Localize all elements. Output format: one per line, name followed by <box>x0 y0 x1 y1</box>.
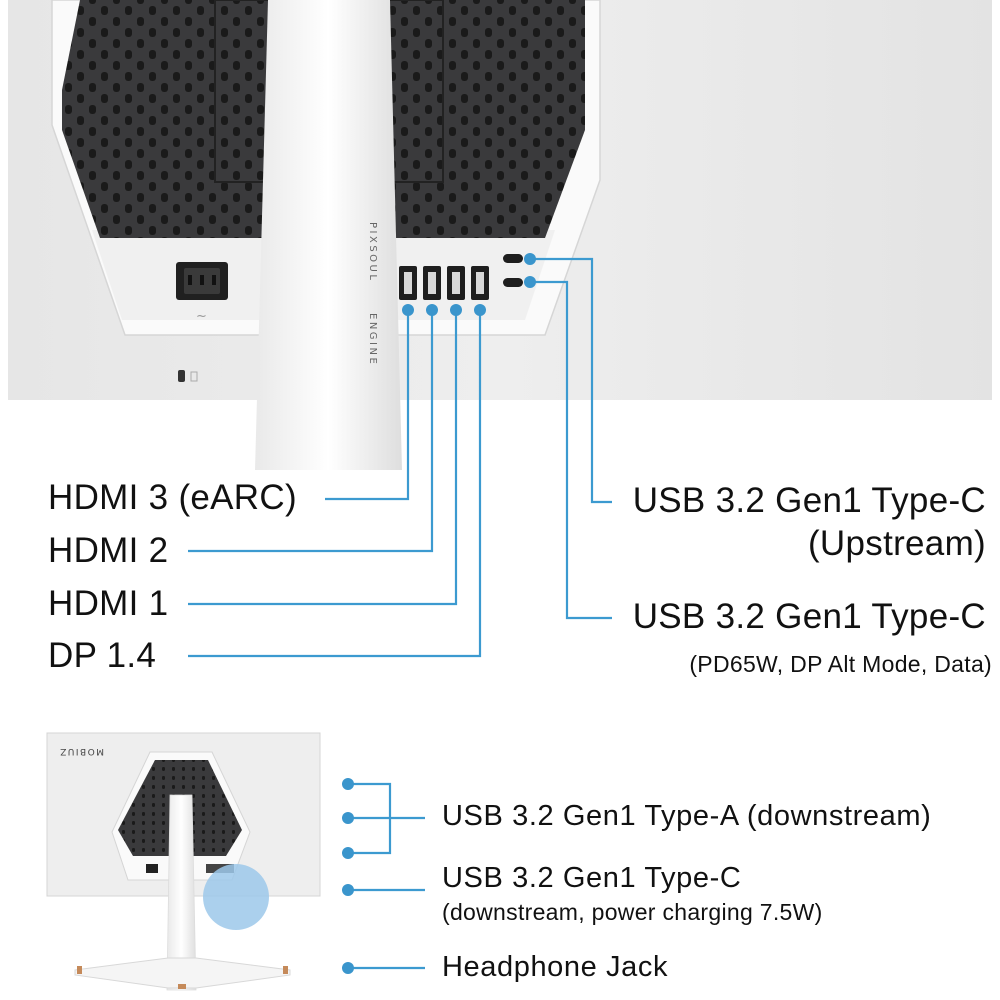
label-side-usbc-title: USB 3.2 Gen1 Type-C <box>442 862 742 894</box>
hdmi1-line <box>188 310 458 606</box>
label-hdmi3: HDMI 3 (eARC) <box>48 478 297 517</box>
hdmi2-port <box>423 266 441 300</box>
stand-text-pixsoul: PIXSOUL <box>367 222 378 282</box>
side-callout-lines <box>348 782 425 970</box>
dp-line <box>188 310 482 658</box>
label-side-usbc-sub: (downstream, power charging 7.5W) <box>442 899 823 925</box>
label-hdmi2: HDMI 2 <box>48 531 169 570</box>
hdmi3-line <box>325 310 410 501</box>
usbc-upstream-line <box>530 257 612 504</box>
rear-callout-lines <box>188 257 612 658</box>
hdmi1-port <box>447 266 465 300</box>
label-usbc-upstream-title: USB 3.2 Gen1 Type-C <box>632 481 986 520</box>
svg-text:~: ~ <box>196 309 207 324</box>
stand-text-engine: ENGINE <box>367 313 378 366</box>
usbc-pd-port <box>503 278 523 287</box>
lock-slot-icon <box>178 370 185 382</box>
usbc-upstream-port <box>503 254 523 263</box>
dp-port <box>471 266 489 300</box>
stand-neck <box>255 0 402 470</box>
hdmi3-port <box>399 266 417 300</box>
label-dp: DP 1.4 <box>48 636 157 675</box>
monitor-thumbnail: MOBIUZ <box>46 732 321 991</box>
side-callout-dots <box>342 778 354 974</box>
rear-callout-dots <box>402 253 536 316</box>
monitor-rear-closeup: ~ PIXSOUL ENGINE <box>8 0 992 470</box>
usbc-pd-line <box>530 280 612 620</box>
power-socket: ~ <box>176 262 228 324</box>
label-headphone: Headphone Jack <box>442 951 669 983</box>
port-highlight-circle <box>203 864 269 930</box>
label-hdmi1: HDMI 1 <box>48 584 169 623</box>
hdmi2-line <box>188 310 434 553</box>
label-usbc-pd-title: USB 3.2 Gen1 Type-C <box>632 597 986 636</box>
mini-logo: MOBIUZ <box>59 746 104 756</box>
label-usbc-pd-sub: (PD65W, DP Alt Mode, Data) <box>689 651 992 677</box>
label-usbc-upstream-sub: (Upstream) <box>807 524 986 563</box>
label-usba: USB 3.2 Gen1 Type-A (downstream) <box>442 800 932 832</box>
lock-symbol-icon <box>190 371 198 382</box>
